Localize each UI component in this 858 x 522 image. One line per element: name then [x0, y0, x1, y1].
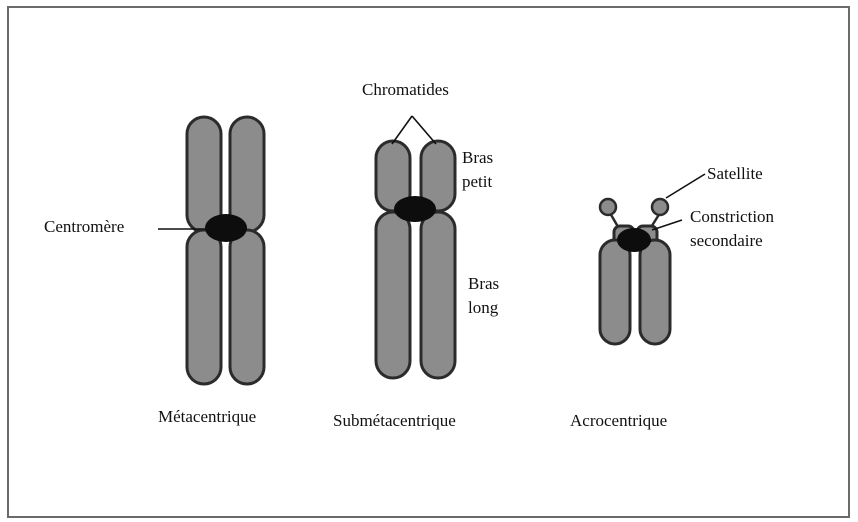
submetacentric-lower-left-chromatid — [376, 212, 410, 378]
acrocentric-chromosome — [600, 199, 670, 344]
acrocentric-lower-right-chromatid — [640, 240, 670, 344]
constriction-label-line2: secondaire — [690, 231, 763, 251]
bras-long-label-line1: Bras — [468, 274, 499, 294]
metacentric-lower-right-chromatid — [230, 230, 264, 384]
submetacentric-lower-right-chromatid — [421, 212, 455, 378]
acrocentric-centromere — [617, 228, 651, 252]
submetacentric-centromere — [394, 196, 436, 222]
submetacentric-chromosome — [376, 141, 455, 378]
satellite-leader-line — [666, 174, 705, 198]
submetacentrique-caption: Submétacentrique — [333, 411, 456, 431]
acrocentric-right-satellite — [652, 199, 668, 215]
acrocentric-lower-left-chromatid — [600, 240, 630, 344]
metacentric-chromosome — [187, 117, 264, 384]
acrocentrique-caption: Acrocentrique — [570, 411, 667, 431]
metacentrique-caption: Métacentrique — [158, 407, 256, 427]
chromatides-leader-right — [412, 116, 436, 144]
metacentric-upper-left-chromatid — [187, 117, 221, 232]
bras-petit-label-line2: petit — [462, 172, 492, 192]
centromere-label: Centromère — [44, 217, 124, 237]
satellite-label: Satellite — [707, 164, 763, 184]
chromatides-leader-left — [392, 116, 412, 144]
bras-petit-label-line1: Bras — [462, 148, 493, 168]
metacentric-centromere — [205, 214, 247, 242]
metacentric-lower-left-chromatid — [187, 230, 221, 384]
constriction-leader-line — [652, 220, 682, 230]
chromatides-label: Chromatides — [362, 80, 449, 100]
constriction-label-line1: Constriction — [690, 207, 774, 227]
metacentric-upper-right-chromatid — [230, 117, 264, 232]
bras-long-label-line2: long — [468, 298, 498, 318]
acrocentric-left-satellite — [600, 199, 616, 215]
